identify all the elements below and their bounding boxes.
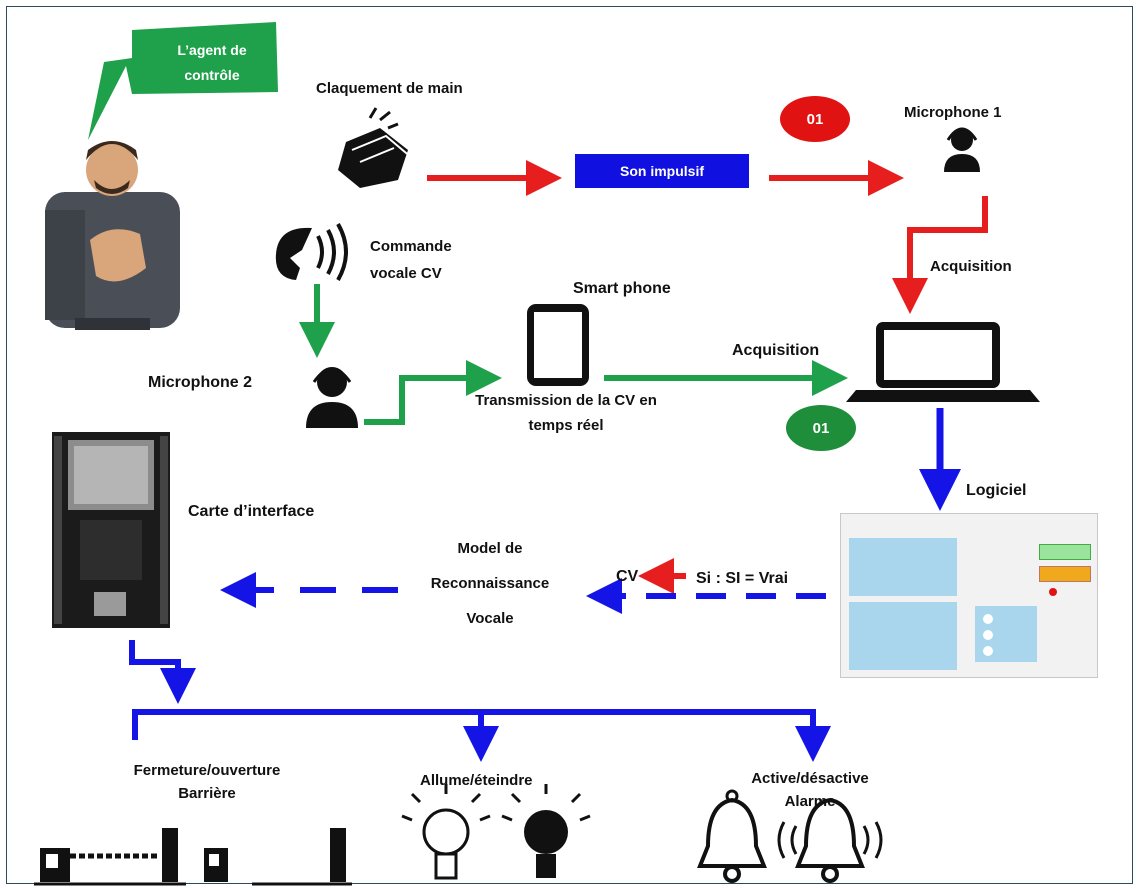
smartphone-icon — [527, 304, 589, 386]
barriere-line: Fermeture/ouverture — [133, 762, 281, 779]
commande-label: Commande vocale CV — [370, 238, 452, 282]
laptop-icon — [846, 322, 1040, 402]
diagram-frame — [6, 6, 1133, 884]
logiciel-label: Logiciel — [966, 482, 1027, 499]
cv-label: CV — [616, 568, 639, 585]
barriere-label: Fermeture/ouverture Barrière — [100, 762, 314, 802]
lightbulb-icon — [501, 784, 591, 878]
allume-label: Allume/éteindre — [420, 772, 533, 789]
commande-line: Commande — [370, 238, 452, 255]
son-impulsif-box: Son impulsif — [575, 154, 749, 188]
claquement-label: Claquement de main — [316, 80, 463, 97]
headset-icon — [306, 367, 358, 428]
transmission-line: temps réel — [528, 417, 604, 434]
speaking-head-icon — [275, 223, 348, 281]
radio-option[interactable] — [983, 646, 993, 656]
barriere-line: Barrière — [178, 785, 236, 802]
alarme-line: Active/désactive — [751, 770, 869, 787]
status-indicator — [1049, 588, 1057, 596]
callout-line: contrôle — [184, 67, 240, 83]
software-button[interactable] — [1039, 566, 1091, 582]
radio-option[interactable] — [983, 630, 993, 640]
commande-line: vocale CV — [370, 265, 442, 282]
software-panel — [849, 602, 957, 670]
bell-icon — [777, 797, 883, 883]
radio-option[interactable] — [983, 614, 993, 624]
model-line: Model de — [457, 540, 523, 557]
model-label: Model de Reconnaissance Vocale — [400, 540, 580, 627]
callout-label: L’agent de contrôle — [156, 38, 268, 88]
badge-bottom: 01 — [786, 405, 856, 451]
lightbulb-icon — [401, 784, 491, 880]
transmission-label: Transmission de la CV en temps réel — [440, 392, 692, 434]
software-panel — [849, 538, 957, 596]
bell-icon — [697, 789, 767, 883]
acquisition1-label: Acquisition — [930, 258, 1012, 275]
callout-line: L’agent de — [177, 42, 247, 58]
condition-label: Si : SI = Vrai — [696, 570, 789, 587]
microphone1-label: Microphone 1 — [904, 104, 1002, 121]
model-line: Vocale — [466, 610, 514, 627]
esp32-board-icon — [52, 432, 170, 628]
transmission-line: Transmission de la CV en — [475, 392, 657, 409]
microphone2-label: Microphone 2 — [148, 374, 253, 391]
alarme-line: Alarme — [784, 793, 836, 810]
software-button[interactable] — [1039, 544, 1091, 560]
acquisition2-label: Acquisition — [732, 342, 820, 359]
headset-icon — [944, 127, 980, 172]
person-icon — [45, 141, 180, 330]
model-line: Reconnaissance — [430, 575, 550, 592]
callout-bubble — [88, 22, 278, 140]
software-window — [840, 513, 1098, 678]
badge-top: 01 — [780, 96, 850, 142]
barrier-icon — [34, 828, 352, 886]
carte-label: Carte d’interface — [188, 503, 315, 520]
smartphone-label: Smart phone — [573, 280, 671, 297]
clapping-hands-icon — [338, 107, 413, 188]
alarme-label: Active/désactive Alarme — [700, 770, 920, 810]
